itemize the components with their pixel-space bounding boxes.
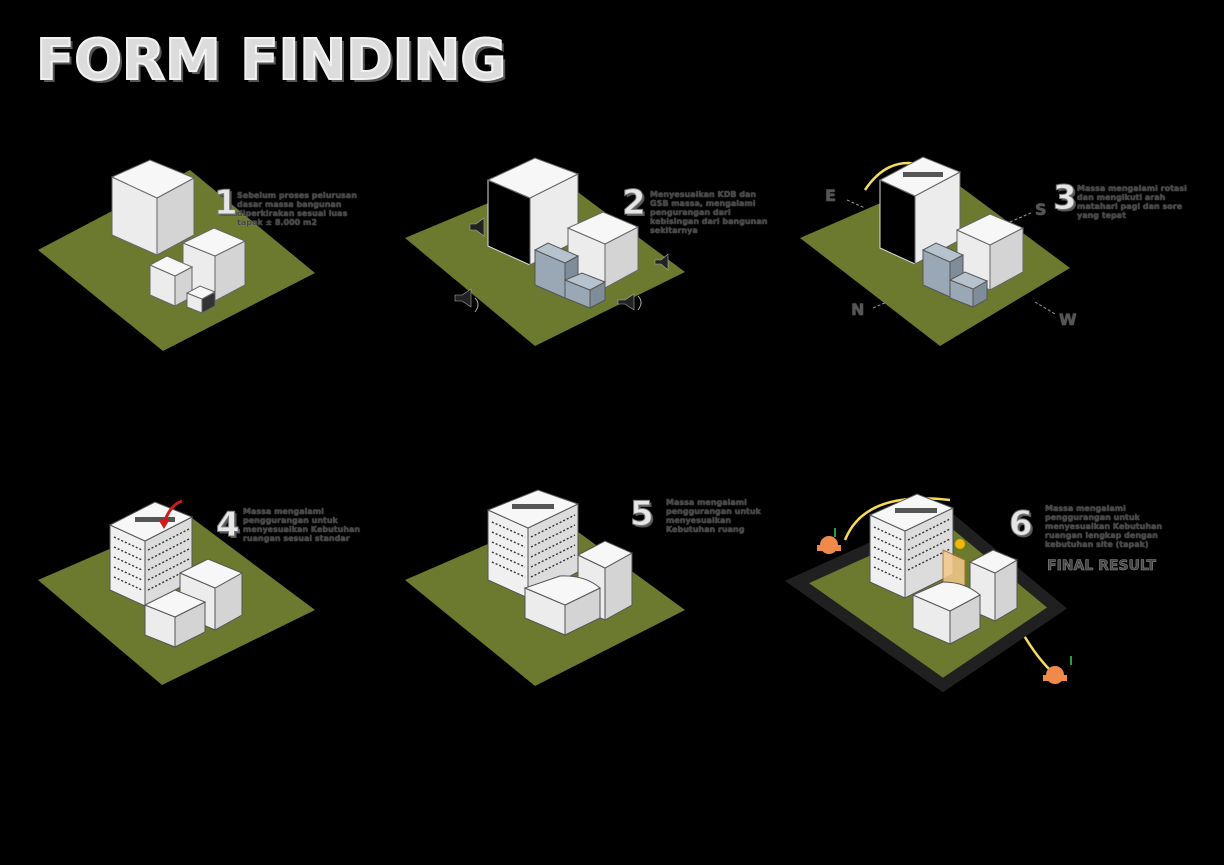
sun-marker-icon bbox=[955, 539, 965, 549]
step-description: Massa mengalami rotasi dan mengikuti ara… bbox=[1077, 184, 1187, 220]
direction-west: W bbox=[1059, 310, 1077, 329]
step-1-panel: 1 Sebelum proses pelurusan dasar massa b… bbox=[30, 155, 390, 365]
step-6-panel: 6 Massa mengalami penggurangan untuk men… bbox=[784, 490, 1215, 695]
page-title: FORM FINDING bbox=[35, 27, 507, 94]
step-4-panel: 4 Massa mengalami penggurangan untuk men… bbox=[30, 495, 390, 695]
sound-wave-icon bbox=[474, 297, 479, 313]
step-description: Massa mengalami penggurangan untuk menye… bbox=[243, 507, 361, 543]
step-1-illustration bbox=[38, 159, 315, 351]
sun-icon bbox=[1043, 656, 1072, 684]
speaker-icon bbox=[454, 217, 669, 311]
step-description: Menyesuaikan KDB dan GSB massa, mengalam… bbox=[650, 190, 768, 235]
step-description: Sebelum proses pelurusan dasar massa ban… bbox=[237, 191, 357, 227]
step-description: Massa mengalami penggurangan untuk menye… bbox=[1045, 504, 1163, 549]
step-2-illustration bbox=[405, 157, 685, 346]
step-3-panel: E S N W 3 Massa mengalami rotasi dan men… bbox=[795, 150, 1215, 360]
step-2-panel: 2 Menyesuaikan KDB dan GSB massa, mengal… bbox=[400, 150, 780, 360]
sun-path bbox=[843, 497, 951, 541]
step-description: Massa mengalami penggurangan untuk menye… bbox=[666, 498, 761, 534]
window-pattern bbox=[873, 518, 951, 581]
step-number: 5 bbox=[630, 494, 655, 535]
direction-north: N bbox=[851, 300, 865, 319]
final-result-label: FINAL RESULT bbox=[1047, 558, 1157, 575]
step-number: 4 bbox=[216, 505, 241, 546]
step-5-illustration bbox=[405, 489, 685, 686]
step-number: 6 bbox=[1009, 504, 1034, 545]
step-number: 1 bbox=[214, 183, 239, 224]
window-pattern bbox=[113, 528, 190, 591]
step-number: 2 bbox=[622, 183, 647, 224]
direction-east: E bbox=[825, 186, 836, 205]
step-6-illustration bbox=[784, 493, 1072, 693]
sun-icon bbox=[817, 528, 841, 554]
step-3-illustration bbox=[800, 156, 1070, 346]
step-5-panel: 5 Massa mengalami penggurangan untuk men… bbox=[400, 489, 780, 695]
direction-south: S bbox=[1035, 200, 1047, 219]
step-number: 3 bbox=[1053, 178, 1078, 219]
window-pattern bbox=[491, 514, 576, 578]
step-4-illustration bbox=[38, 499, 315, 685]
